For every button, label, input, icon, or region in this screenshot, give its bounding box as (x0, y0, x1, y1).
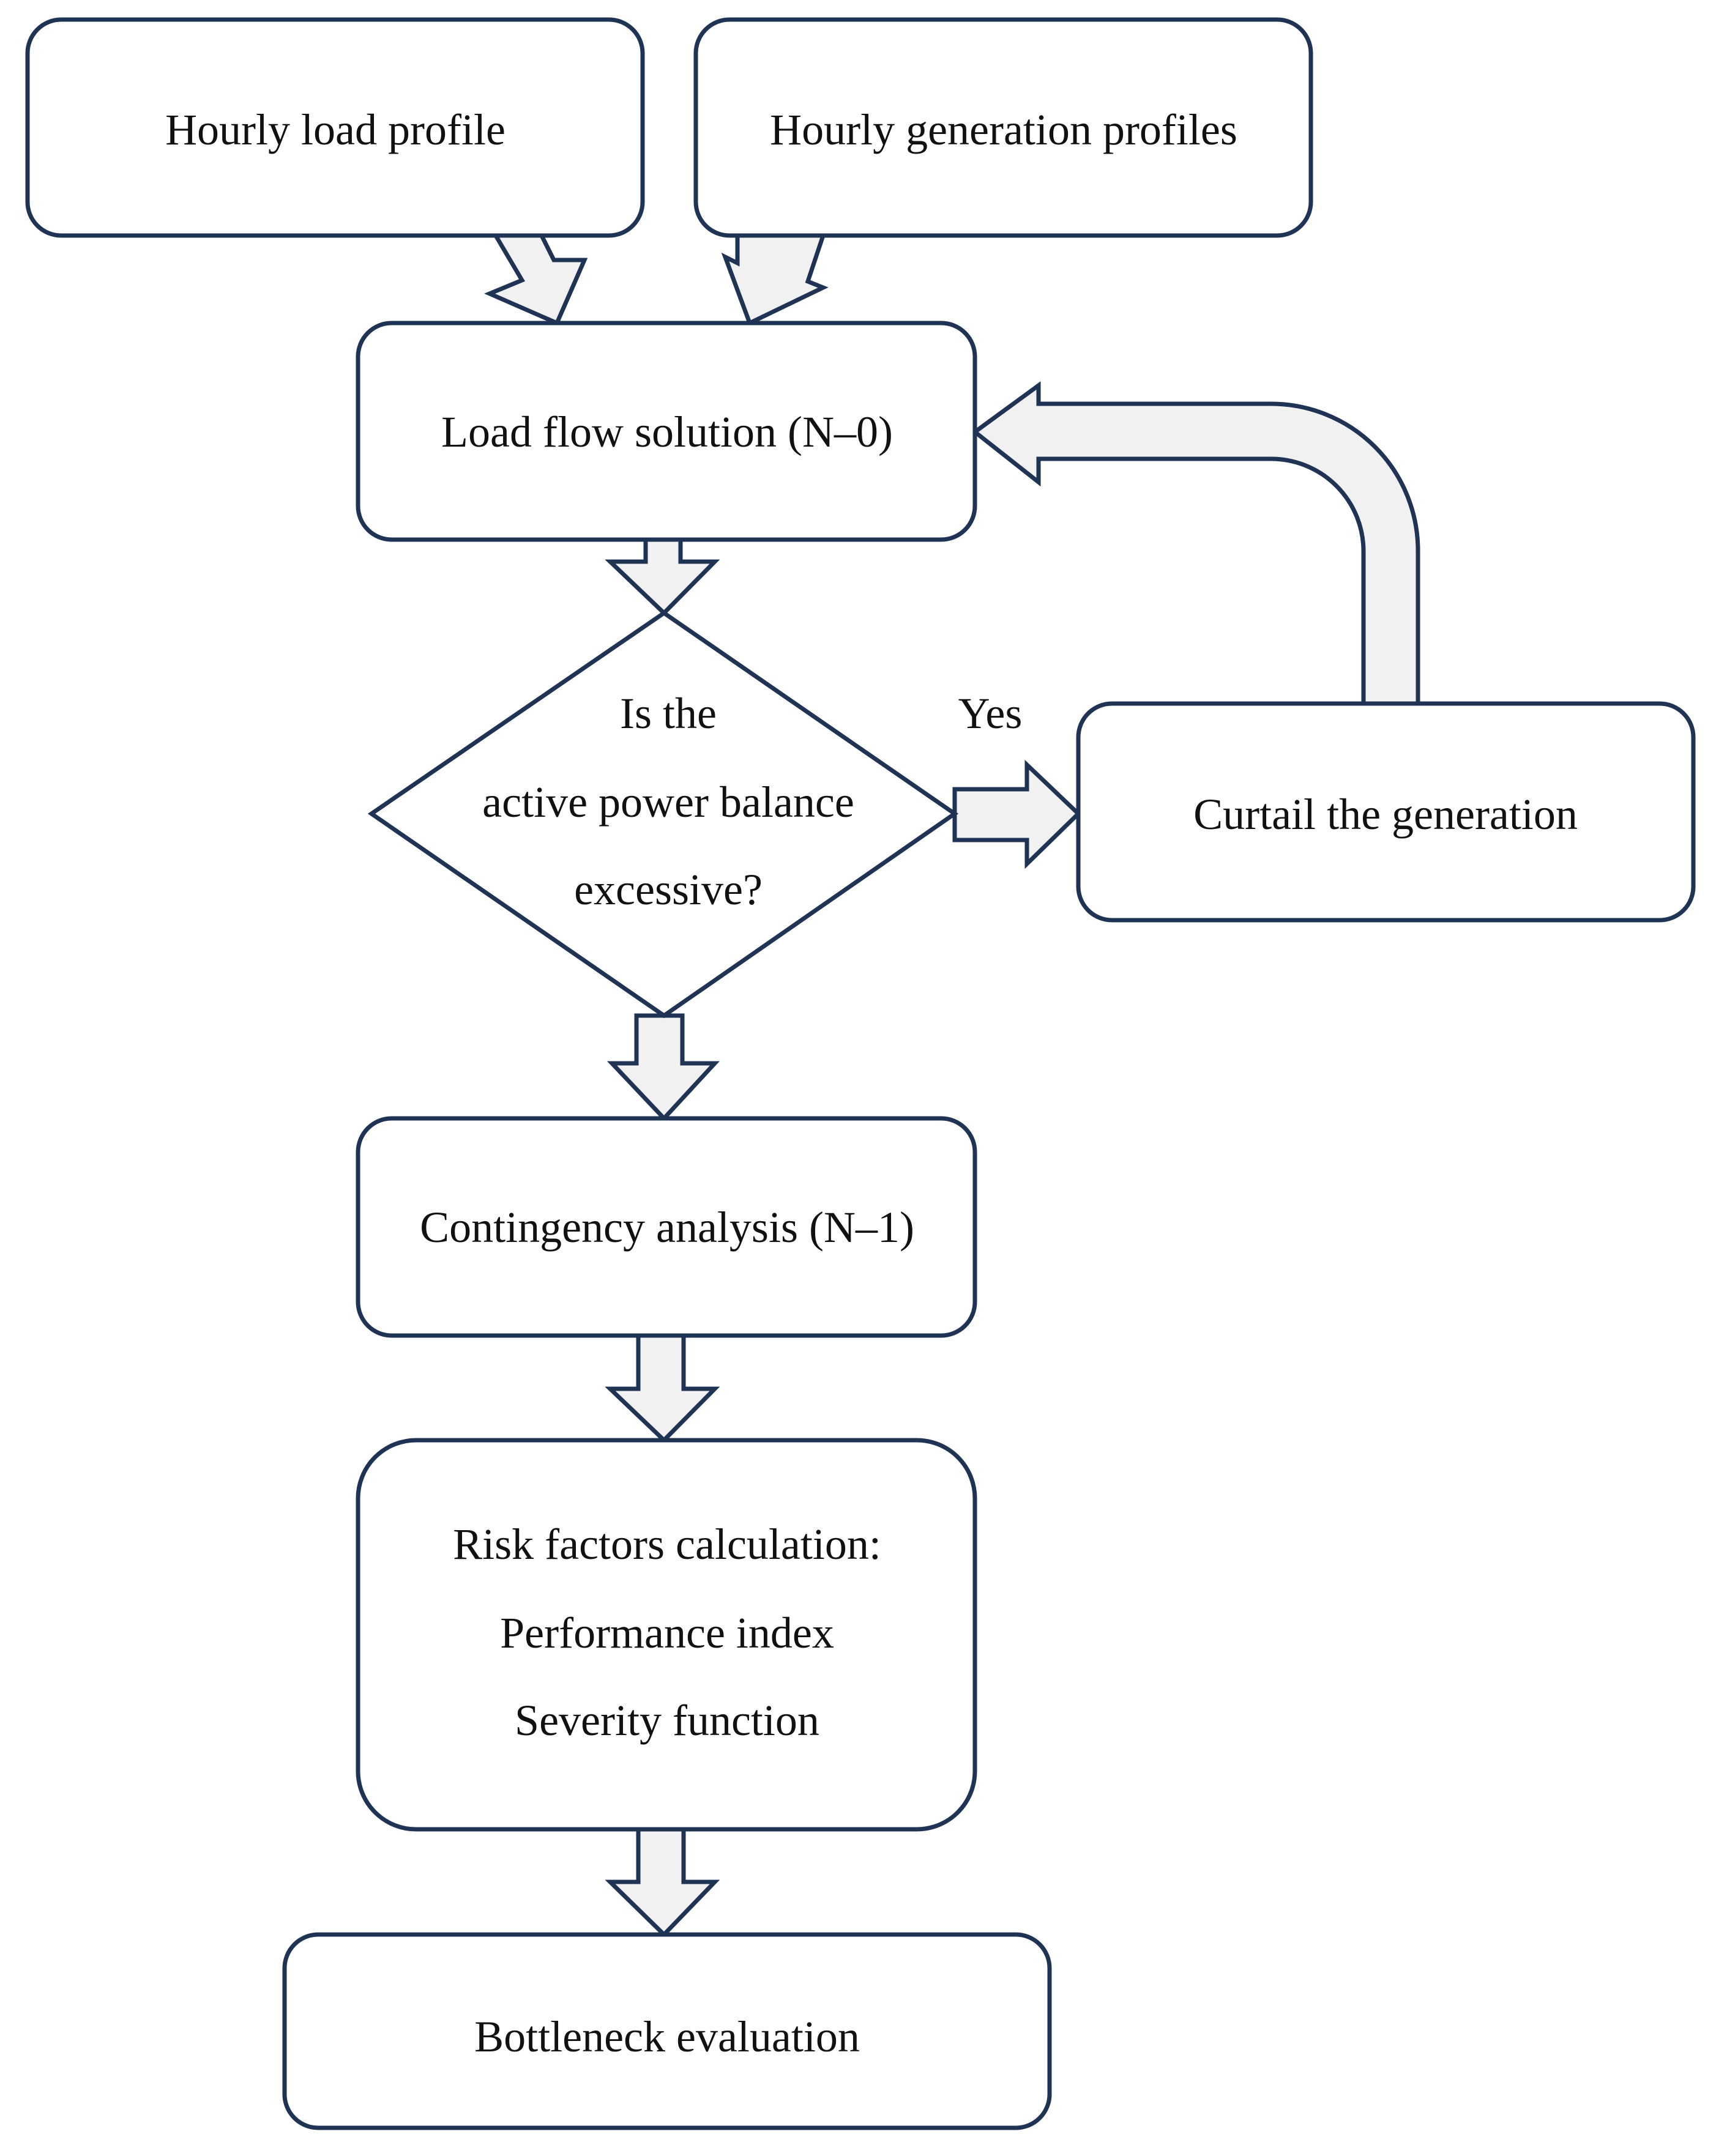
load-flow-solution-box (356, 321, 977, 542)
curtail-generation-label: Curtail the generation (1193, 790, 1578, 839)
decision-label-line-3: excessive? (574, 865, 763, 914)
risk-factors-box (356, 1438, 977, 1832)
risk-factors-label-line-1: Risk factors calculation: (453, 1520, 881, 1569)
decision-label-line-2: active power balance (482, 778, 854, 827)
risk-factors-label-line-3: Severity function (515, 1696, 819, 1745)
hourly-load-profile-box (25, 17, 645, 238)
bottleneck-evaluation-box (282, 1932, 1052, 2130)
bottleneck-evaluation-label: Bottleneck evaluation (474, 2012, 860, 2061)
hourly-load-profile-label: Hourly load profile (165, 105, 505, 154)
arrow-decision-to-curtail (952, 759, 1082, 869)
contingency-analysis-label: Contingency analysis (N–1) (420, 1203, 914, 1252)
hourly-generation-profiles-label: Hourly generation profiles (770, 105, 1237, 154)
curtail-generation-box (1076, 701, 1696, 923)
arrow-risk-to-bottleneck (605, 1827, 720, 1938)
arrow-contingency-to-risk (605, 1333, 720, 1443)
arrow-decision-to-contingency (606, 1013, 720, 1122)
risk-factors-label-line-2: Performance index (500, 1608, 834, 1657)
contingency-analysis-box (356, 1116, 977, 1338)
arrow-curtail-to-loadflow (971, 381, 1420, 706)
load-flow-solution-label: Load flow solution (N–0) (441, 407, 893, 456)
hourly-generation-profiles-box (693, 17, 1313, 238)
yes-label: Yes (958, 689, 1023, 738)
arrow-load-to-loadflow (484, 233, 588, 326)
decision-label-line-1: Is the (620, 689, 717, 738)
arrow-loadflow-to-decision (605, 537, 720, 616)
arrow-generation-to-loadflow (721, 233, 829, 326)
decision-diamond (367, 610, 959, 1019)
